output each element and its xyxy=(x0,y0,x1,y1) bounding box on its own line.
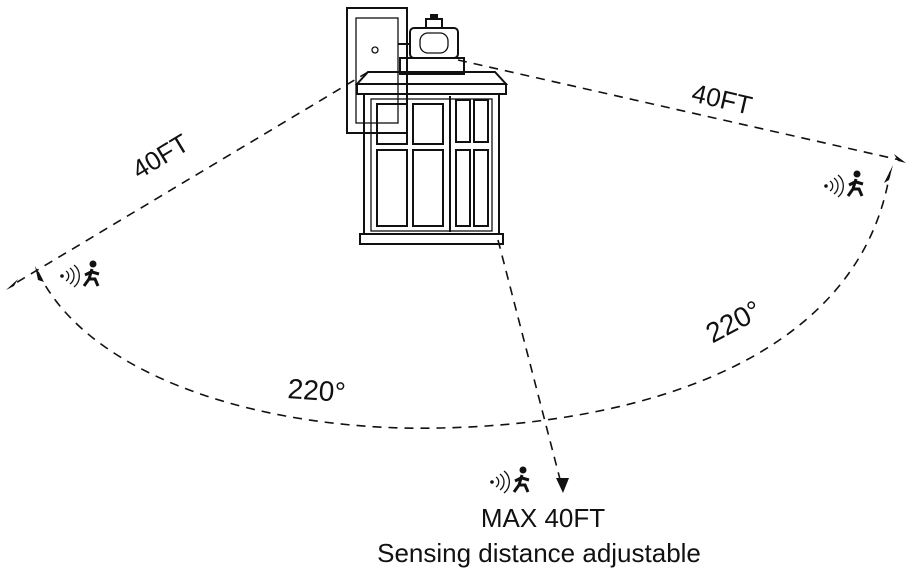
sensor-waves-icon xyxy=(60,264,80,288)
angle-label-left: 220° xyxy=(287,373,347,408)
sensor-waves-icon xyxy=(490,470,510,494)
detection-range xyxy=(6,59,906,493)
wall-lantern-icon xyxy=(346,7,509,245)
walking-person-icon xyxy=(82,260,100,287)
adjustable-note: Sensing distance adjustable xyxy=(377,538,701,568)
angle-label-right: 220° xyxy=(701,294,767,349)
max-distance-label: MAX 40FT xyxy=(481,503,605,533)
distance-label-left: 40FT xyxy=(127,128,195,185)
walking-person-icon xyxy=(512,466,530,493)
sensor-waves-icon xyxy=(824,174,844,198)
walking-person-icon xyxy=(846,170,864,197)
